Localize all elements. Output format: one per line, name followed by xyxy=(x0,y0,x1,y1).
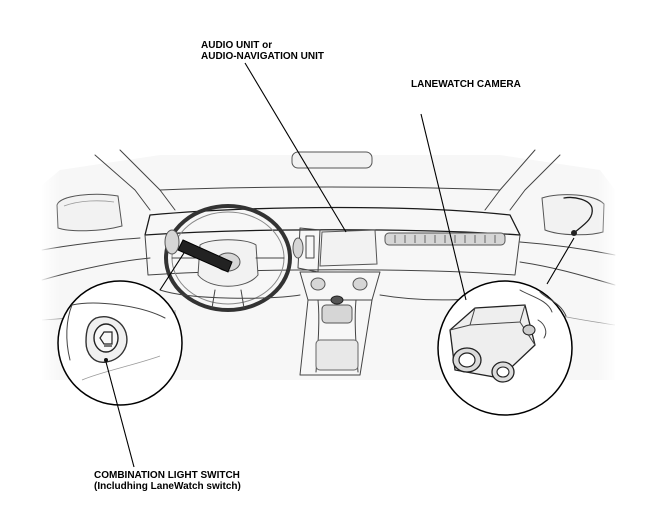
leader-lines xyxy=(105,62,575,468)
right-side-mirror xyxy=(541,194,605,236)
switch-detail-callout xyxy=(57,280,183,406)
combination-switch-label-line2: (Includhing LaneWatch switch) xyxy=(94,481,241,492)
lanewatch-switch-icon xyxy=(99,331,113,345)
rearview-mirror xyxy=(291,151,373,169)
combination-light-switch-label: COMBINATION LIGHT SWITCH (Includhing Lan… xyxy=(94,470,241,492)
audio-unit-label-line2: AUDIO-NAVIGATION UNIT xyxy=(201,51,324,62)
camera-detail-callout xyxy=(437,280,573,416)
combination-switch-label-line1: COMBINATION LIGHT SWITCH xyxy=(94,470,240,481)
left-side-mirror xyxy=(56,193,123,232)
lanewatch-camera-label: LANEWATCH CAMERA xyxy=(411,79,521,90)
audio-unit-label: AUDIO UNIT or AUDIO-NAVIGATION UNIT xyxy=(201,40,324,62)
audio-unit-screen xyxy=(319,229,378,267)
cabin-interior xyxy=(40,149,618,385)
audio-unit-label-line1: AUDIO UNIT or xyxy=(201,40,273,51)
